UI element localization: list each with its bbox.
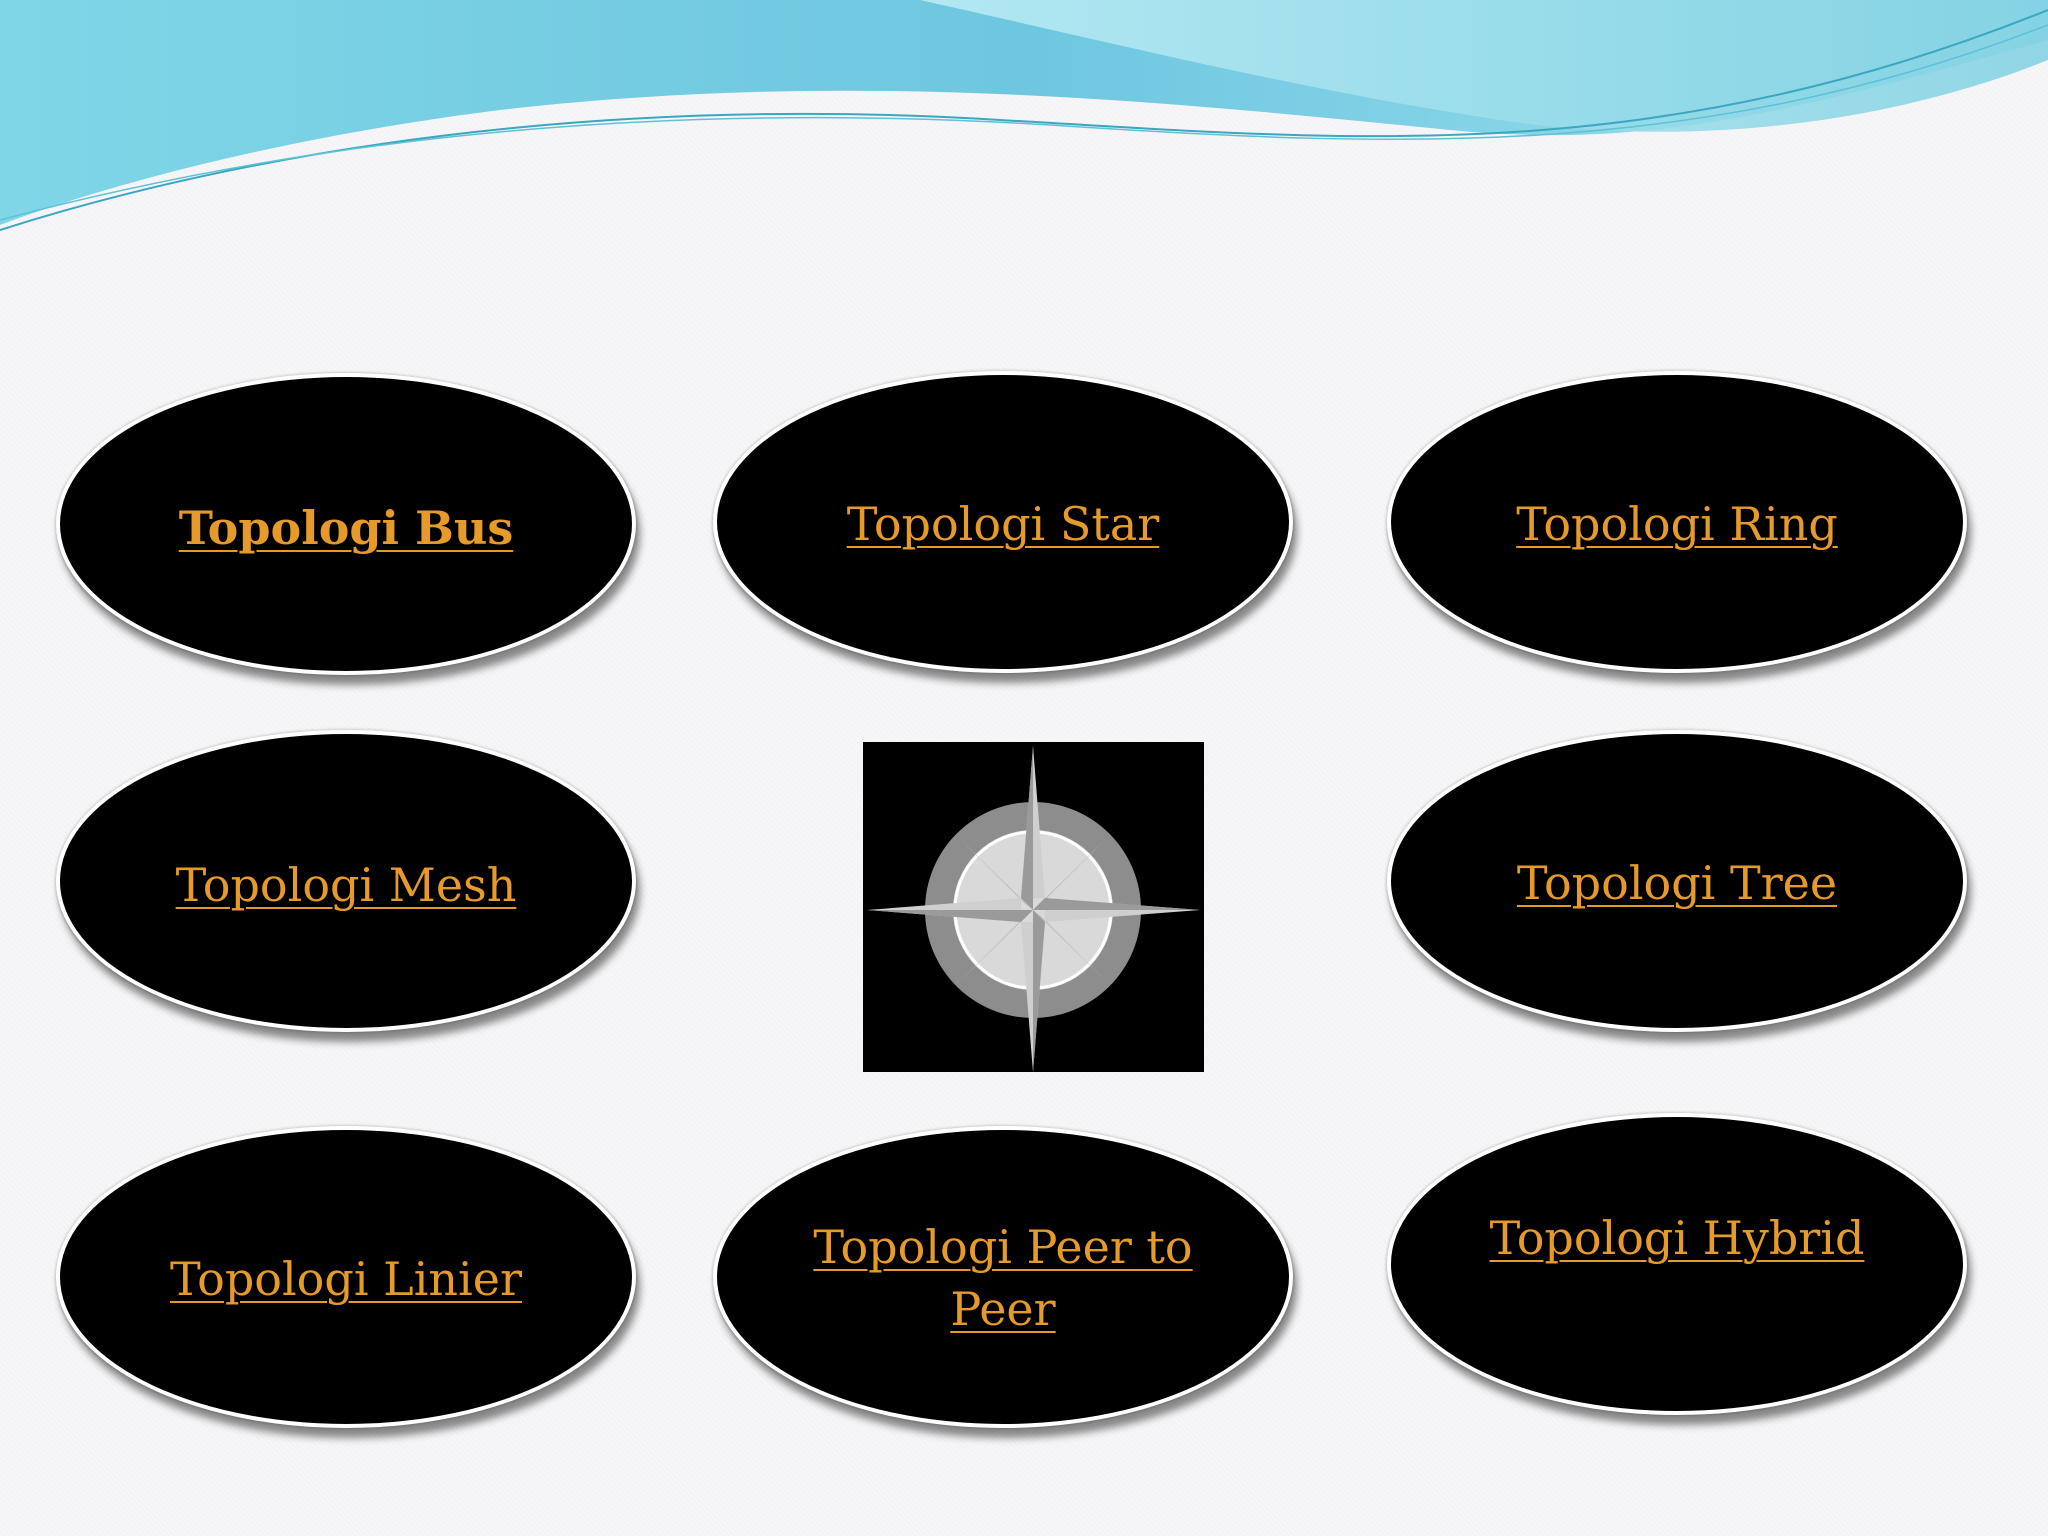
compass-rose-icon xyxy=(867,746,1200,1072)
topology-bus-label[interactable]: Topologi Bus xyxy=(178,501,514,555)
topology-peer-to-peer-label[interactable]: Topologi Peer to Peer xyxy=(813,1220,1193,1336)
topology-linier-label[interactable]: Topologi Linier xyxy=(170,1252,522,1306)
topology-tree-label[interactable]: Topologi Tree xyxy=(1516,856,1838,910)
topology-tree-button[interactable]: Topologi Tree xyxy=(1387,730,1967,1032)
topology-hybrid-button[interactable]: Topologi Hybrid xyxy=(1387,1113,1967,1415)
topology-ring-label[interactable]: Topologi Ring xyxy=(1516,497,1838,551)
topology-mesh-button[interactable]: Topologi Mesh xyxy=(56,730,636,1032)
compass-image xyxy=(863,742,1204,1072)
header-wave-decoration xyxy=(0,0,2048,231)
topology-star-button[interactable]: Topologi Star xyxy=(713,371,1293,673)
topology-mesh-label[interactable]: Topologi Mesh xyxy=(175,858,517,912)
topology-star-label[interactable]: Topologi Star xyxy=(846,497,1160,551)
topology-peer-to-peer-button[interactable]: Topologi Peer to Peer xyxy=(713,1126,1293,1428)
topology-ring-button[interactable]: Topologi Ring xyxy=(1387,371,1967,673)
topology-hybrid-label[interactable]: Topologi Hybrid xyxy=(1489,1211,1865,1265)
topology-bus-button[interactable]: Topologi Bus xyxy=(56,373,636,675)
topology-linier-button[interactable]: Topologi Linier xyxy=(56,1126,636,1428)
